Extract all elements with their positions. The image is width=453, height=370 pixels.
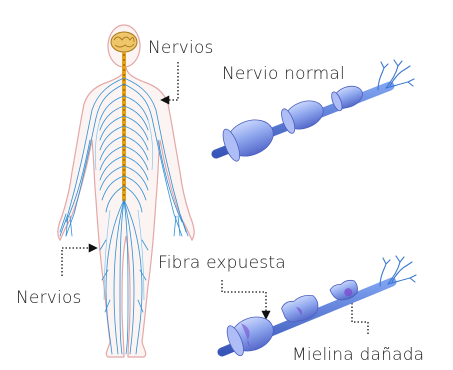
- label-nervios-left: Nervios: [16, 288, 82, 308]
- pointer-fibra-expuesta: [222, 280, 266, 318]
- label-fibra-expuesta: Fibra expuesta: [158, 253, 286, 273]
- brain-icon: [111, 32, 137, 52]
- pointer-nervios-left: [62, 248, 96, 276]
- label-nervio-normal: Nervio normal: [222, 64, 345, 84]
- label-nervios-top: Nervios: [148, 38, 214, 58]
- pointer-nervios-top: [162, 62, 178, 100]
- label-mielina-danada: Mielina dañada: [292, 345, 424, 365]
